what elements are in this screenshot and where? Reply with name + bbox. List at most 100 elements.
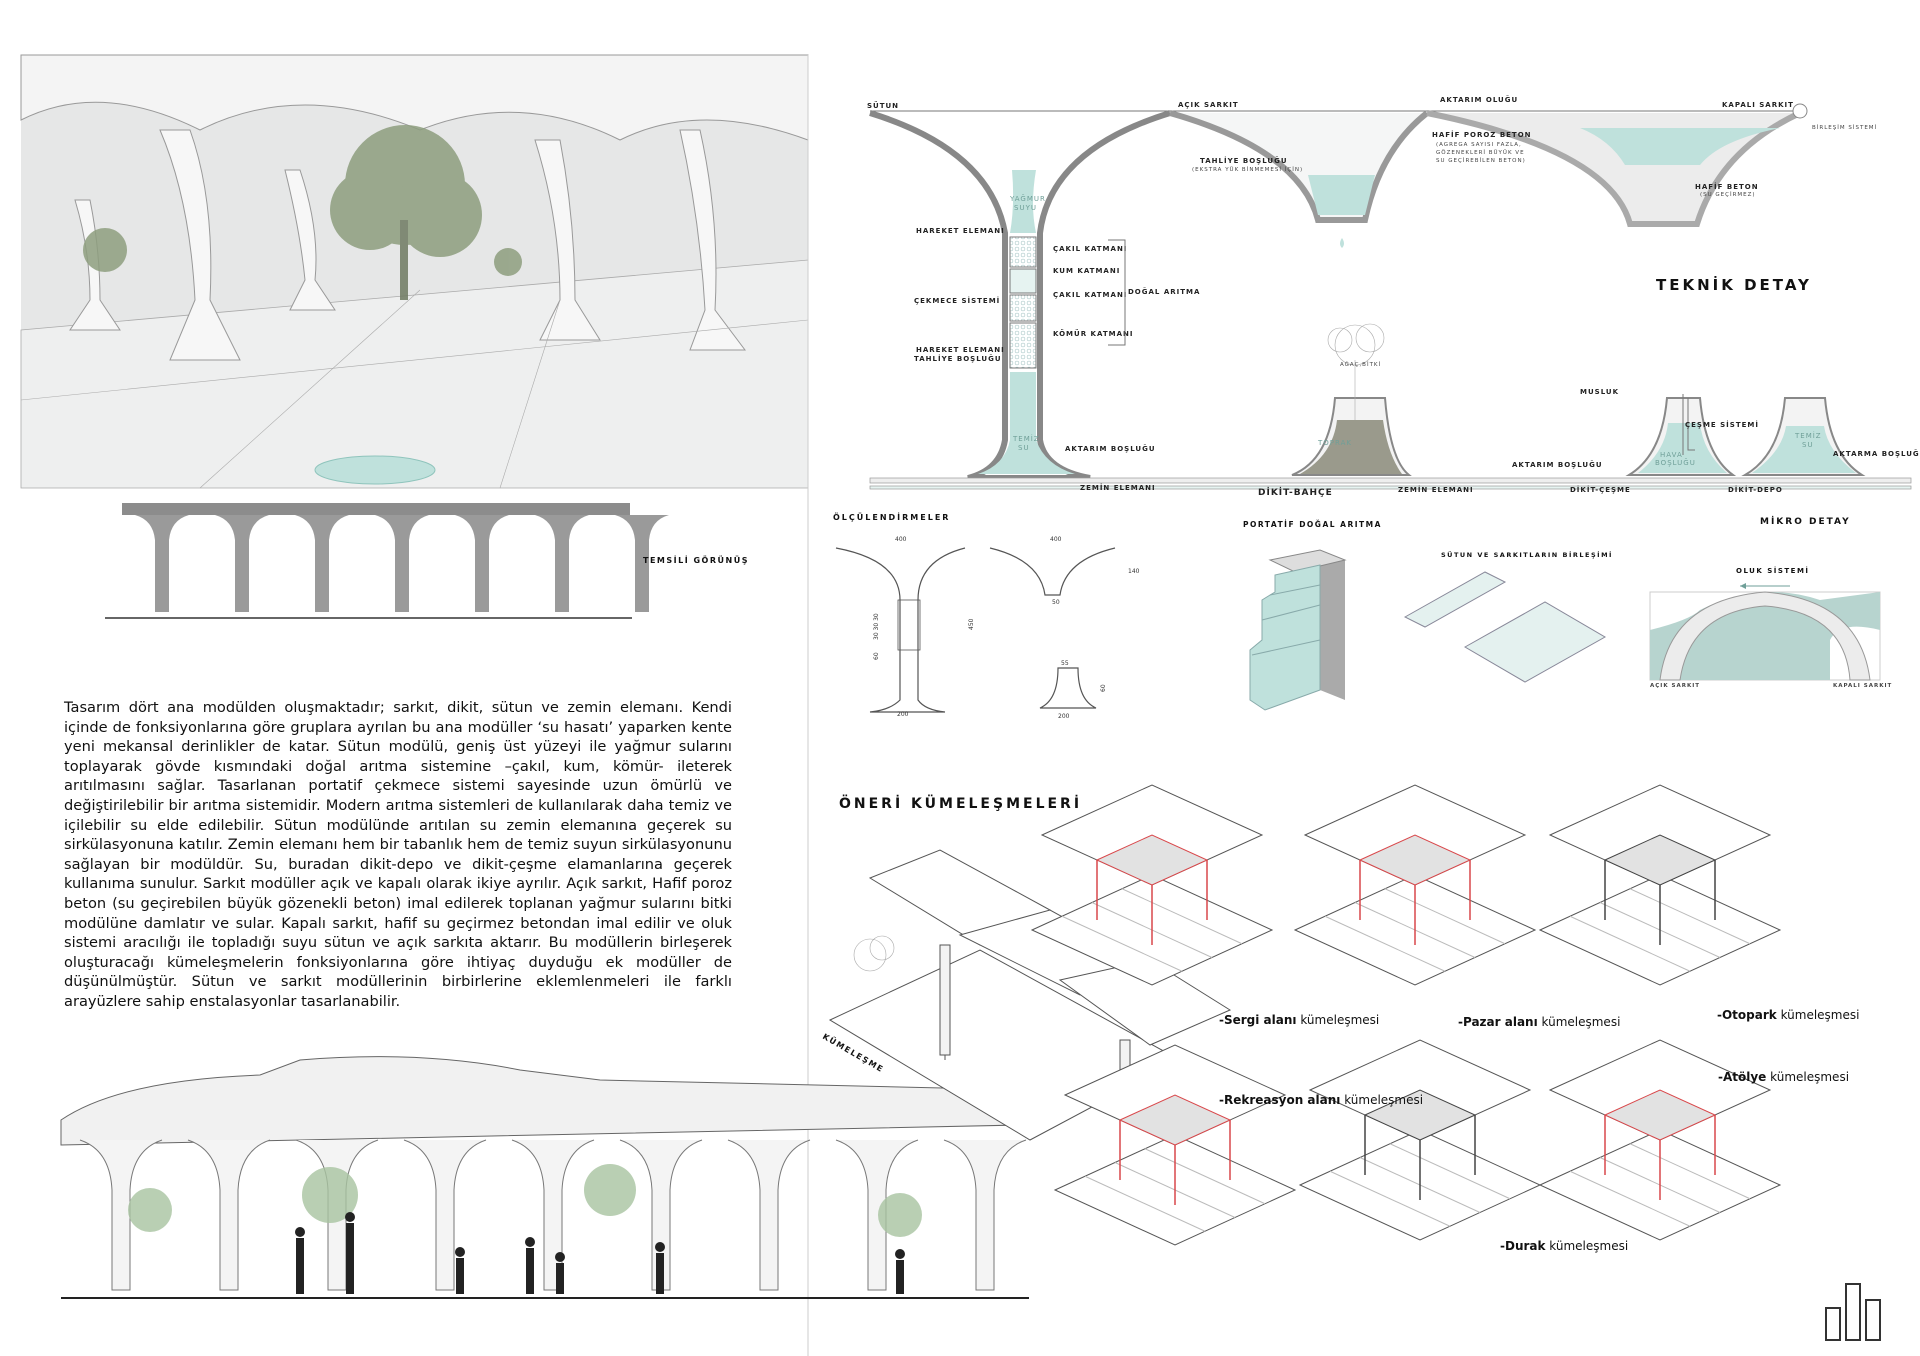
pillar bbox=[511, 1139, 595, 1291]
svg-text:SU: SU bbox=[1802, 441, 1814, 449]
cluster-drawing bbox=[1538, 784, 1782, 986]
caption-pazar: -Pazar alanı kümeleşmesi bbox=[1458, 1015, 1620, 1029]
svg-text:ÇEŞME SİSTEMİ: ÇEŞME SİSTEMİ bbox=[1685, 420, 1759, 429]
svg-text:SU GEÇİREBİLEN BETON): SU GEÇİREBİLEN BETON) bbox=[1436, 157, 1526, 164]
svg-text:MUSLUK: MUSLUK bbox=[1580, 388, 1619, 396]
description-paragraph: Tasarım dört ana modülden oluşmaktadır; … bbox=[64, 699, 732, 1010]
portable-filter-drawing bbox=[1249, 549, 1347, 711]
clusters-title: ÖNERİ KÜMELEŞMELERİ bbox=[839, 794, 1082, 812]
label-dikit-bahce: DİKİT-BAHÇE bbox=[1258, 487, 1333, 498]
svg-text:60: 60 bbox=[873, 652, 880, 660]
svg-text:55: 55 bbox=[1061, 660, 1069, 667]
svg-text:HAREKET ELEMANI: HAREKET ELEMANI bbox=[916, 346, 1005, 354]
pillar bbox=[135, 515, 189, 612]
svg-text:GÖZENEKLERİ BÜYÜK VE: GÖZENEKLERİ BÜYÜK VE bbox=[1436, 149, 1525, 156]
label-tahliye: TAHLİYE BOŞLUĞU bbox=[1200, 156, 1288, 165]
cluster-drawing bbox=[1053, 1044, 1297, 1246]
column-joint-drawing bbox=[1403, 571, 1607, 683]
svg-text:AÇIK SARKIT: AÇIK SARKIT bbox=[1650, 683, 1700, 689]
representative-view-label: TEMSİLİ GÖRÜNÜŞ bbox=[643, 555, 749, 565]
svg-text:KÖMÜR KATMANI: KÖMÜR KATMANI bbox=[1053, 329, 1133, 338]
pillar bbox=[295, 515, 349, 612]
person-body bbox=[556, 1263, 564, 1294]
bottom-elevation bbox=[60, 1056, 1030, 1299]
joint-title: SÜTUN VE SARKITLARIN BİRLEŞİMİ bbox=[1441, 550, 1613, 559]
svg-text:TAHLİYE BOŞLUĞU: TAHLİYE BOŞLUĞU bbox=[914, 354, 1002, 363]
person-icon bbox=[895, 1249, 905, 1259]
svg-text:BOŞLUĞU: BOŞLUĞU bbox=[1655, 458, 1696, 467]
person-body bbox=[526, 1248, 534, 1294]
pillar bbox=[375, 515, 429, 612]
portable-filter-title: PORTATİF DOĞAL ARITMA bbox=[1243, 520, 1382, 529]
svg-text:TEMİZ: TEMİZ bbox=[1012, 434, 1040, 443]
svg-text:400: 400 bbox=[1050, 536, 1062, 543]
label-dogal-aritma: DOĞAL ARITMA bbox=[1128, 287, 1200, 296]
svg-text:DİKİT-DEPO: DİKİT-DEPO bbox=[1728, 485, 1783, 494]
svg-text:(SU GEÇİRMEZ): (SU GEÇİRMEZ) bbox=[1700, 191, 1756, 198]
pillar bbox=[727, 1139, 811, 1291]
tree-icon bbox=[1327, 323, 1385, 420]
svg-text:ZEMİN ELEMANI: ZEMİN ELEMANI bbox=[1398, 485, 1474, 494]
svg-text:50: 50 bbox=[1052, 599, 1060, 606]
gutter-detail-drawing bbox=[1649, 583, 1881, 681]
micro-detail-title: MİKRO DETAY bbox=[1760, 516, 1851, 527]
pillar bbox=[835, 1139, 919, 1291]
caption-atolye: -Atölye kümeleşmesi bbox=[1718, 1070, 1849, 1084]
svg-text:KUM KATMANI: KUM KATMANI bbox=[1053, 267, 1120, 275]
person-icon bbox=[295, 1227, 305, 1237]
person-body bbox=[896, 1260, 904, 1294]
label-birlesim: BİRLEŞİM SİSTEMİ bbox=[1812, 124, 1877, 131]
tree-icon bbox=[83, 125, 522, 300]
label-kapali-sarkit: KAPALI SARKIT bbox=[1722, 101, 1794, 109]
perspective-render bbox=[20, 54, 809, 489]
pillar bbox=[615, 515, 669, 612]
svg-text:(AGREGA SAYISI FAZLA,: (AGREGA SAYISI FAZLA, bbox=[1436, 142, 1522, 148]
person-icon bbox=[555, 1252, 565, 1262]
pillar bbox=[215, 515, 269, 612]
svg-text:ÇEKMECE SİSTEMİ: ÇEKMECE SİSTEMİ bbox=[914, 296, 1000, 305]
svg-text:HAVA: HAVA bbox=[1660, 451, 1683, 459]
caption-sergi: -Sergi alanı kümeleşmesi bbox=[1219, 1013, 1379, 1027]
svg-text:OLUK SİSTEMİ: OLUK SİSTEMİ bbox=[1736, 566, 1810, 575]
svg-text:ÇAKIL KATMANI: ÇAKIL KATMANI bbox=[1053, 245, 1127, 253]
cluster-drawing bbox=[1030, 784, 1274, 986]
person-body bbox=[296, 1238, 304, 1294]
svg-text:140: 140 bbox=[1128, 568, 1140, 575]
person-icon bbox=[525, 1237, 535, 1247]
svg-text:HAREKET ELEMANI: HAREKET ELEMANI bbox=[916, 227, 1005, 235]
svg-text:60: 60 bbox=[1100, 684, 1107, 692]
caption-durak: -Durak kümeleşmesi bbox=[1500, 1239, 1628, 1253]
representative-elevation: TEMSİLİ GÖRÜNÜŞ bbox=[105, 503, 749, 619]
caption-rekreasyon: -Rekreasyon alanı kümeleşmesi bbox=[1219, 1093, 1423, 1107]
person-body bbox=[346, 1223, 354, 1294]
pillar bbox=[455, 515, 509, 612]
person-icon bbox=[655, 1242, 665, 1252]
pillar bbox=[187, 1139, 271, 1291]
svg-text:SUYU: SUYU bbox=[1014, 204, 1037, 212]
svg-text:AKTARIM BOŞLUĞU: AKTARIM BOŞLUĞU bbox=[1065, 444, 1156, 453]
svg-text:30 30 30: 30 30 30 bbox=[873, 613, 880, 640]
dimensions-title: ÖLÇÜLENDİRMELER bbox=[833, 512, 950, 522]
label-aktarim-olugu: AKTARIM OLUĞU bbox=[1440, 95, 1518, 104]
person-body bbox=[656, 1253, 664, 1294]
cluster-drawing bbox=[1298, 1039, 1542, 1241]
cluster-captions: -Sergi alanı kümeleşmesi -Pazar alanı kü… bbox=[1219, 1008, 1859, 1253]
svg-text:ÇAKIL KATMANI: ÇAKIL KATMANI bbox=[1053, 291, 1127, 299]
pillar bbox=[403, 1139, 487, 1291]
logo-bars-icon bbox=[1825, 1283, 1881, 1341]
person-icon bbox=[455, 1247, 465, 1257]
dimension-drawings: 400 400 140 50 30 30 30 60 450 200 55 60… bbox=[835, 536, 1140, 720]
svg-text:200: 200 bbox=[897, 711, 909, 718]
svg-text:ZEMİN ELEMANI: ZEMİN ELEMANI bbox=[1080, 483, 1156, 492]
caption-otopark: -Otopark kümeleşmesi bbox=[1717, 1008, 1859, 1022]
technical-detail-title: TEKNİK DETAY bbox=[1656, 275, 1812, 294]
label-sutun: SÜTUN bbox=[867, 101, 899, 110]
svg-text:TOPRAK: TOPRAK bbox=[1317, 439, 1352, 447]
label-hafif-poroz: HAFİF POROZ BETON bbox=[1432, 130, 1532, 139]
svg-text:400: 400 bbox=[895, 536, 907, 543]
label-hafif-beton: HAFİF BETON bbox=[1695, 182, 1759, 191]
svg-text:(EKSTRA YÜK BİNMEMESİ İÇİN): (EKSTRA YÜK BİNMEMESİ İÇİN) bbox=[1192, 166, 1303, 173]
technical-detail: SÜTUN AÇIK SARKIT AKTARIM OLUĞU KAPALI S… bbox=[867, 95, 1920, 498]
svg-text:SU: SU bbox=[1018, 444, 1030, 452]
